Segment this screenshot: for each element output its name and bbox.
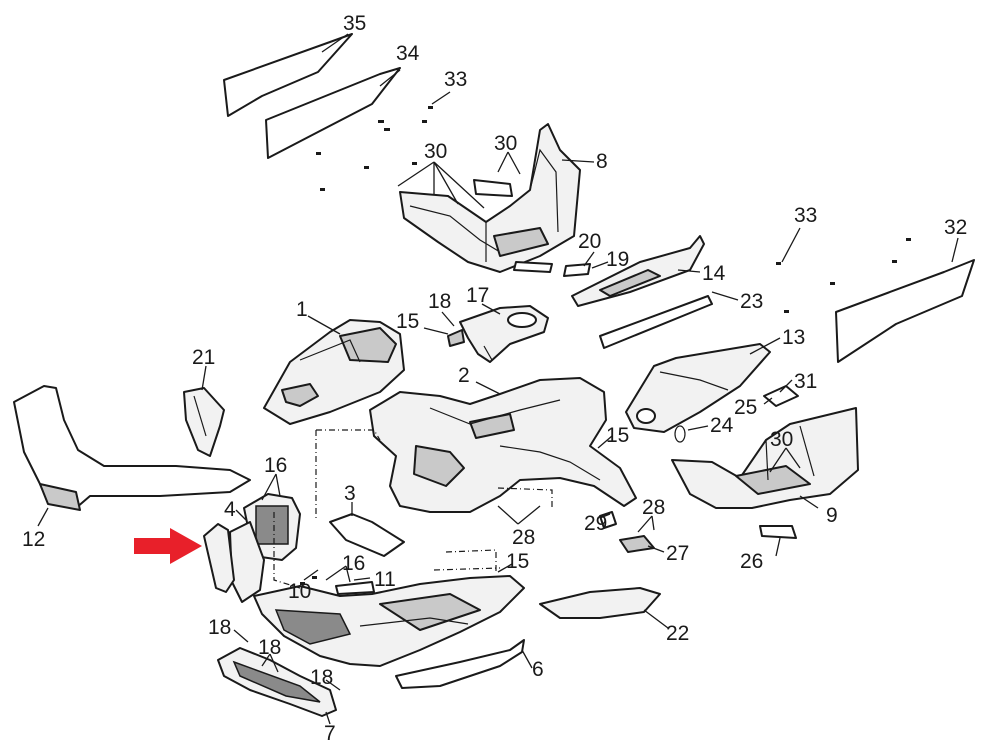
callout-26: 26	[740, 550, 763, 573]
callout-8: 8	[596, 150, 608, 173]
callout-12: 12	[22, 528, 45, 551]
callout-2: 2	[458, 364, 470, 387]
part-13-rear-fender	[625, 343, 771, 433]
callout-32: 32	[944, 216, 967, 239]
part-1-headlight-cover	[263, 319, 405, 425]
callout-16: 16	[342, 552, 365, 575]
part-18-bolt-top	[447, 329, 465, 347]
callout-18: 18	[310, 666, 333, 689]
highlighted-part	[203, 523, 235, 593]
callout-18: 18	[428, 290, 451, 313]
part-32-decal	[835, 259, 975, 363]
callout-16: 16	[264, 454, 287, 477]
callout-19: 19	[606, 248, 629, 271]
callout-11: 11	[374, 568, 396, 591]
leader-lines	[37, 33, 959, 725]
assembly-lines	[273, 429, 553, 589]
callout-15: 15	[396, 310, 419, 333]
part-26-plate	[759, 525, 797, 539]
part-3-bracket-plate	[329, 513, 405, 557]
part-21-side-panel	[183, 387, 225, 457]
callout-30: 30	[770, 428, 793, 451]
part-20-bracket	[563, 263, 591, 277]
part-10-11-bolts	[300, 576, 375, 595]
callout-23: 23	[740, 290, 763, 313]
part-35-decal	[223, 33, 353, 117]
callout-9: 9	[826, 504, 838, 527]
callout-15: 15	[506, 550, 529, 573]
part-25-bracket	[763, 385, 799, 407]
part-9-right-footwell	[671, 407, 859, 509]
callout-18: 18	[208, 616, 231, 639]
part-34-decal	[265, 67, 401, 159]
callout-4: 4	[224, 498, 236, 521]
callout-6: 6	[532, 658, 544, 681]
callout-33: 33	[794, 204, 817, 227]
part-27-clip	[619, 535, 655, 553]
callout-13: 13	[782, 326, 805, 349]
part-6-lower-strip	[395, 639, 525, 689]
callout-27: 27	[666, 542, 689, 565]
callout-3: 3	[344, 482, 356, 505]
screws-top-right	[776, 238, 911, 313]
callout-21: 21	[192, 346, 215, 369]
callout-34: 34	[396, 42, 420, 65]
screws-top-left	[316, 106, 433, 191]
part-22-side-trim	[539, 587, 661, 619]
callout-15: 15	[606, 424, 629, 447]
callout-17: 17	[466, 284, 489, 307]
callout-29: 29	[584, 512, 607, 535]
callout-28: 28	[642, 496, 665, 519]
part-7-skid-grille	[217, 647, 337, 717]
callout-22: 22	[666, 622, 689, 645]
callout-20: 20	[578, 230, 601, 253]
part-2-front-fender	[369, 377, 637, 513]
callout-30: 30	[424, 140, 447, 163]
part-24-ring	[674, 425, 686, 443]
callout-25: 25	[734, 396, 757, 419]
callout-33: 33	[444, 68, 467, 91]
callout-31: 31	[794, 370, 817, 393]
part-12-seat	[13, 385, 251, 511]
part-23-trim-strip	[599, 295, 713, 349]
callout-14: 14	[702, 262, 726, 285]
part-14-footrest-rail	[571, 235, 705, 307]
callout-24: 24	[710, 414, 734, 437]
callout-28: 28	[512, 526, 535, 549]
callout-labels: 35 34 33 30 30 8 33 32 20 19 14 23 1 18 …	[22, 12, 967, 741]
part-8-rear-side-panel	[399, 123, 581, 273]
callout-18: 18	[258, 636, 281, 659]
callout-10: 10	[288, 580, 311, 603]
callout-35: 35	[343, 12, 366, 35]
red-pointer-arrow	[134, 528, 202, 564]
callout-1: 1	[296, 298, 308, 321]
callout-7: 7	[324, 722, 336, 741]
callout-30: 30	[494, 132, 517, 155]
front-lower-cowl	[253, 575, 525, 667]
part-17-center-cover	[459, 305, 549, 363]
